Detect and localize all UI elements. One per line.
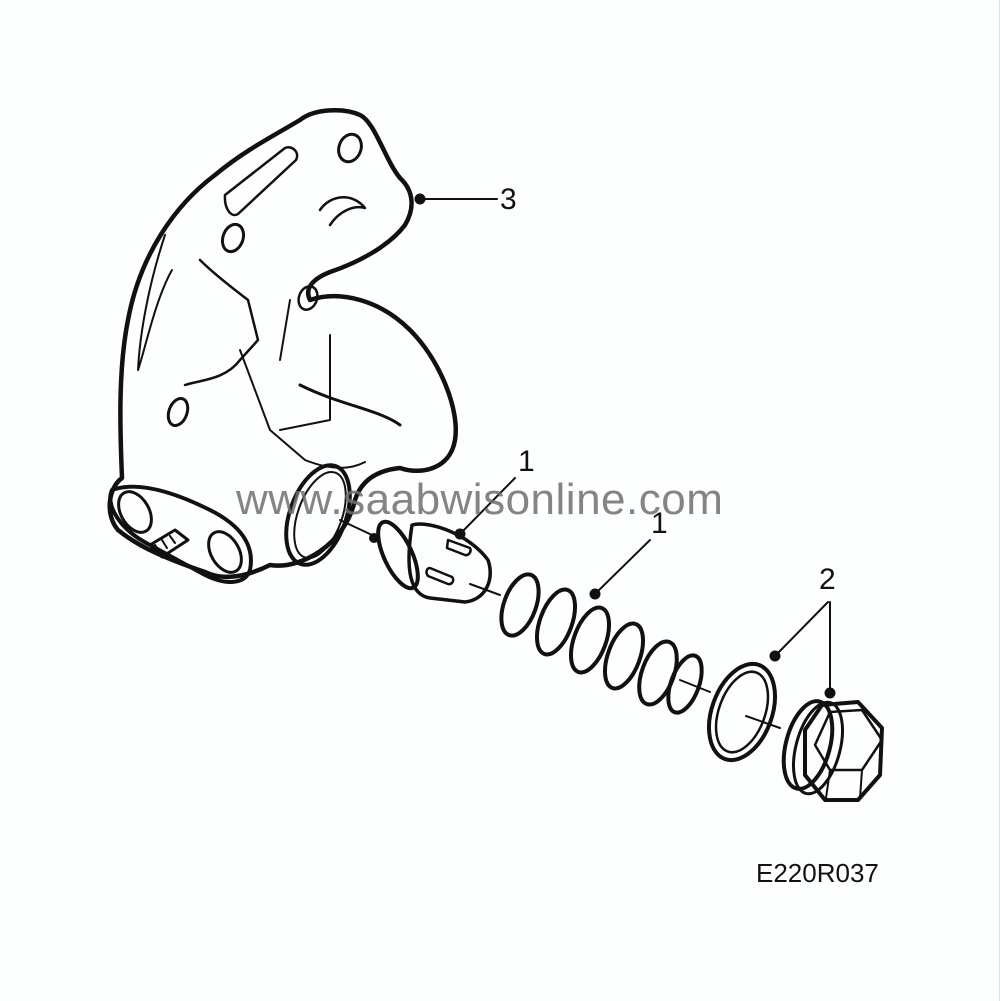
callout-leaders: [414, 193, 836, 699]
callout-1-spring: 1: [651, 507, 668, 540]
plug: [781, 699, 884, 802]
callout-2-seal-plug: 2: [819, 563, 836, 596]
callout-3-housing: 3: [500, 183, 517, 216]
watermark: www.saabwisonline.com: [236, 475, 724, 524]
spring: [499, 572, 704, 715]
thermostat-housing: [107, 108, 458, 584]
callout-1-thermostat: 1: [518, 445, 535, 478]
thermostat: [369, 519, 492, 604]
sealing-washer: [707, 661, 777, 763]
figure-id: E220R037: [756, 858, 879, 888]
